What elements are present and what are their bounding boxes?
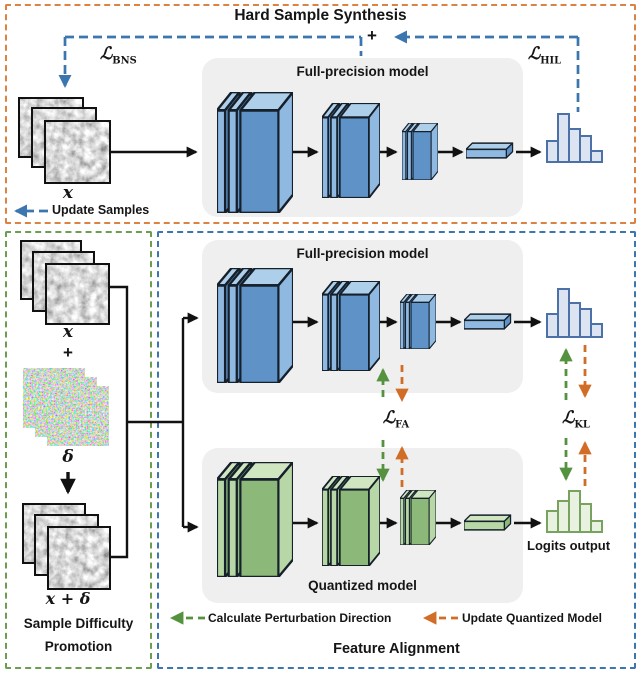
x-plus-delta-label: x + δ bbox=[45, 589, 91, 608]
x-label-top: x bbox=[62, 183, 74, 203]
conv-block-large bbox=[217, 268, 293, 383]
feature-alignment-box bbox=[157, 231, 636, 669]
legend-orange-label: Update Quantized Model bbox=[462, 611, 603, 625]
feature-vector-bar bbox=[466, 142, 514, 159]
hss-output-histogram bbox=[546, 113, 603, 163]
feature-alignment-title: Feature Alignment bbox=[333, 641, 460, 657]
logits-output-label: Logits output bbox=[527, 538, 611, 553]
conv-block-medium-quant bbox=[322, 476, 380, 566]
feature-vector-bar bbox=[464, 313, 512, 330]
fp-model-title-fa: Full-precision model bbox=[296, 246, 429, 261]
plus-node: + bbox=[367, 26, 377, 45]
histogram-bar bbox=[590, 323, 603, 338]
conv-block-medium bbox=[322, 281, 380, 371]
conv-block-large bbox=[217, 92, 293, 213]
legend-green-label: Calculate Perturbation Direction bbox=[208, 611, 392, 625]
histogram-bar bbox=[579, 135, 592, 163]
fa-quantized-logits-histogram bbox=[546, 490, 603, 533]
hard-sample-synthesis-title: Hard Sample Synthesis bbox=[234, 7, 407, 24]
sample-difficulty-promotion-box bbox=[5, 231, 152, 669]
x-image-front bbox=[44, 120, 111, 184]
sdp-title-line1: Sample Difficulty bbox=[23, 616, 134, 631]
hard-sample-synthesis-box bbox=[5, 4, 636, 224]
histogram-bar bbox=[590, 520, 603, 533]
update-samples-legend-label: Update Samples bbox=[52, 203, 150, 217]
plus-label-sdp: + bbox=[63, 343, 73, 362]
xdelta-image-front bbox=[47, 526, 111, 590]
sdp-title-line2: Promotion bbox=[44, 639, 113, 654]
x-label-sdp: x bbox=[62, 322, 74, 342]
conv-block-small bbox=[400, 294, 436, 349]
loss-hil-label: ℒHIL bbox=[528, 44, 562, 67]
feature-vector-bar-quant bbox=[464, 514, 512, 531]
loss-bns-label: ℒBNS bbox=[100, 44, 137, 67]
delta-label: δ bbox=[62, 447, 74, 467]
conv-block-small-quant bbox=[400, 490, 436, 545]
sdp-x-image-front bbox=[45, 263, 110, 325]
conv-block-medium bbox=[322, 103, 380, 198]
fa-fp-output-histogram bbox=[546, 288, 603, 338]
conv-block-large-quant bbox=[217, 462, 293, 577]
histogram-bar bbox=[579, 503, 592, 533]
quantized-model-title: Quantized model bbox=[308, 578, 417, 593]
loss-fa-label: ℒFA bbox=[368, 408, 424, 431]
histogram-bar bbox=[590, 150, 603, 163]
conv-block-small bbox=[402, 123, 438, 180]
delta-image-front bbox=[47, 386, 109, 446]
loss-kl-label: ℒKL bbox=[548, 408, 604, 431]
fp-model-title-top: Full-precision model bbox=[296, 64, 429, 79]
